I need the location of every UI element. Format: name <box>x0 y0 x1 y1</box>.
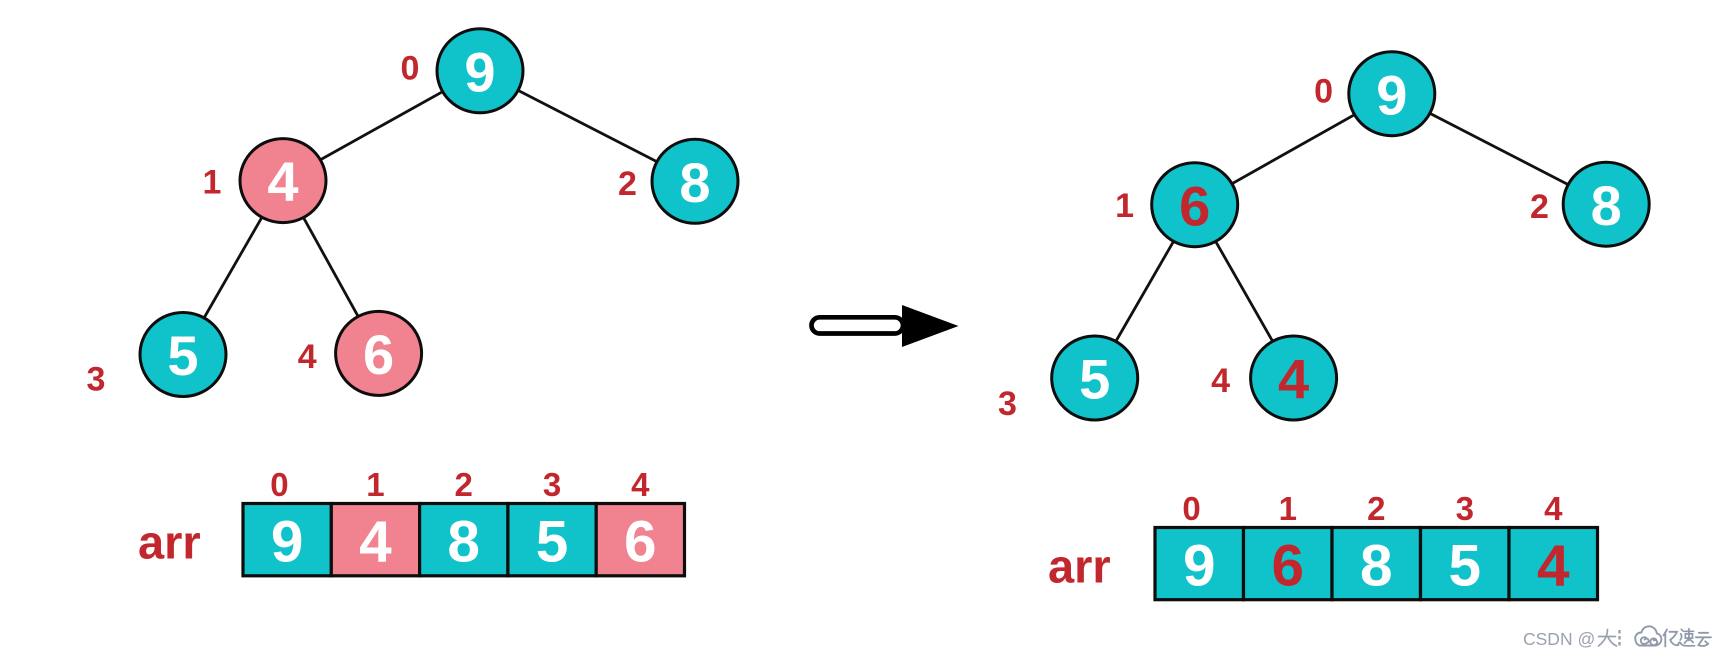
svg-text:6: 6 <box>1272 534 1305 599</box>
svg-text:4: 4 <box>631 466 650 503</box>
svg-text:5: 5 <box>167 324 198 387</box>
svg-text:CSDN @: CSDN @ <box>1523 629 1595 649</box>
svg-text:3: 3 <box>1456 490 1474 527</box>
svg-text:0: 0 <box>270 466 288 503</box>
svg-text:8: 8 <box>1360 534 1393 599</box>
svg-text:0: 0 <box>1314 73 1333 111</box>
svg-text:1: 1 <box>1115 187 1134 225</box>
svg-text:3: 3 <box>86 361 105 399</box>
svg-text:9: 9 <box>464 40 495 103</box>
svg-text:8: 8 <box>679 151 710 214</box>
svg-text:2: 2 <box>618 165 637 203</box>
svg-text:4: 4 <box>1544 490 1563 527</box>
svg-text:2: 2 <box>1530 188 1549 226</box>
svg-text:2: 2 <box>1367 490 1385 527</box>
svg-text:9: 9 <box>271 510 304 575</box>
svg-text:6: 6 <box>363 323 394 386</box>
svg-text:9: 9 <box>1376 63 1407 126</box>
svg-text:4: 4 <box>1278 348 1309 411</box>
svg-text:9: 9 <box>1183 534 1216 599</box>
svg-text:1: 1 <box>1279 490 1297 527</box>
svg-text:5: 5 <box>1079 348 1110 411</box>
svg-text:3: 3 <box>998 385 1017 423</box>
svg-text:0: 0 <box>1182 490 1200 527</box>
svg-text:3: 3 <box>543 466 561 503</box>
svg-text:4: 4 <box>267 150 298 213</box>
svg-text:arr: arr <box>1048 539 1111 592</box>
svg-text:4: 4 <box>1211 362 1230 400</box>
svg-text:5: 5 <box>1449 534 1482 599</box>
svg-text:0: 0 <box>401 49 420 87</box>
svg-text:1: 1 <box>366 466 384 503</box>
svg-text:8: 8 <box>447 510 480 575</box>
svg-text:4: 4 <box>298 338 317 376</box>
svg-text:8: 8 <box>1591 174 1622 237</box>
svg-text:6: 6 <box>624 510 657 575</box>
svg-text:5: 5 <box>536 510 569 575</box>
svg-text:arr: arr <box>138 516 201 569</box>
svg-text:2: 2 <box>455 466 473 503</box>
svg-text:4: 4 <box>359 510 392 575</box>
svg-text:6: 6 <box>1179 174 1210 237</box>
svg-text:1: 1 <box>203 164 222 202</box>
svg-text:4: 4 <box>1537 534 1570 599</box>
